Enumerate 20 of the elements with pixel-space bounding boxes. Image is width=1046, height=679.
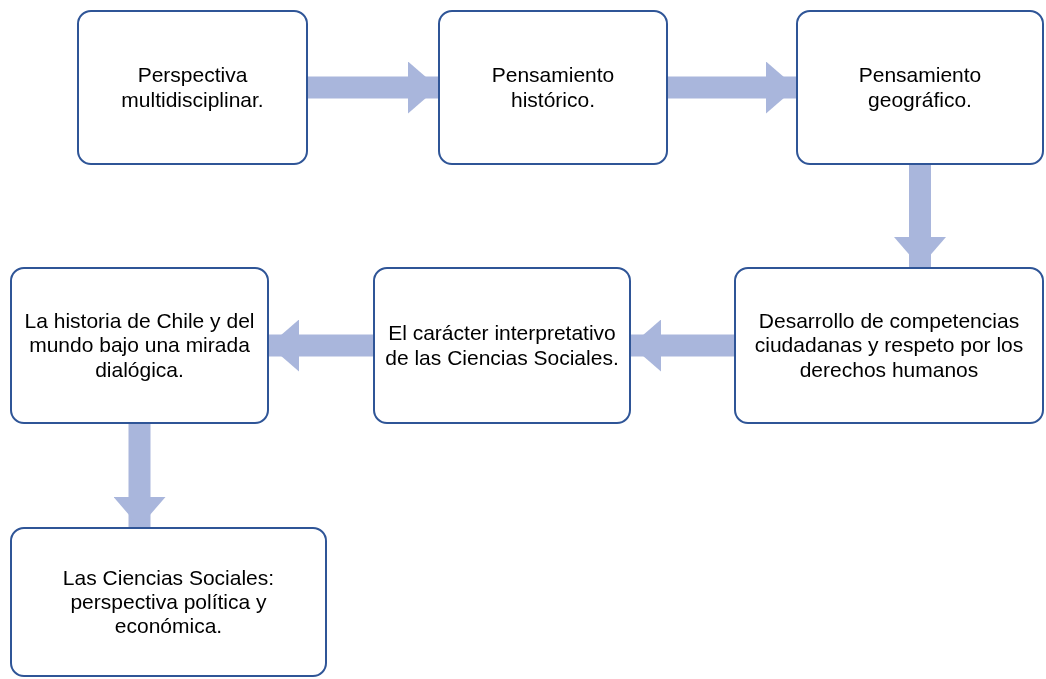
process-box <box>77 10 308 165</box>
box-label: Las Ciencias Sociales: perspectiva política y económica. <box>61 565 276 639</box>
box-label: El carácter interpretativo de las Ciencias Sociales. <box>385 321 619 370</box>
box-label: La historia de Chile y del mundo bajo una mirada dialógica. <box>23 309 256 382</box>
box-label: Desarrollo de competencias ciudadanas y respeto por los derechos humanos <box>753 309 1025 382</box>
process-box <box>373 267 631 424</box>
box-label: Pensamiento geográfico. <box>857 63 983 112</box>
box-label: Perspectiva multidisciplinar. <box>120 63 265 112</box>
block-arrow <box>668 61 796 114</box>
process-box <box>796 10 1044 165</box>
block-arrow <box>113 424 166 527</box>
block-arrow <box>631 319 734 372</box>
process-box <box>10 267 269 424</box>
process-box <box>438 10 668 165</box>
box-label: Pensamiento histórico. <box>490 63 616 112</box>
block-arrow <box>269 319 373 372</box>
process-box <box>734 267 1044 424</box>
process-box <box>10 527 327 677</box>
block-arrow <box>308 61 438 114</box>
block-arrow <box>894 165 946 267</box>
